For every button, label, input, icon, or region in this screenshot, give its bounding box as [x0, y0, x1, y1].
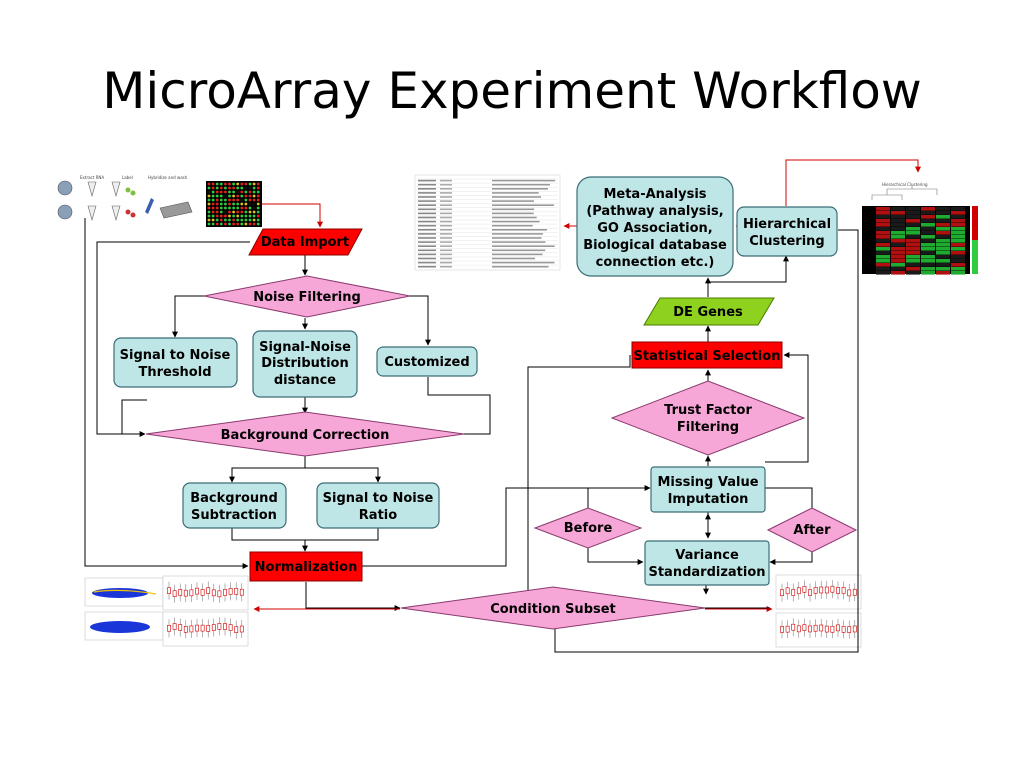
- gene-table-thumbnail: [414, 174, 561, 271]
- meta-analysis-node: Meta-Analysis (Pathway analysis, GO Asso…: [576, 176, 734, 277]
- missing-value-imputation-node: Missing Value Imputation: [650, 466, 766, 513]
- meta-line-2: (Pathway analysis,: [586, 204, 723, 219]
- hierarchical-clustering-node: Hierarchical Clustering: [736, 206, 838, 257]
- svg-text:Hybridize and wash: Hybridize and wash: [148, 175, 188, 180]
- svg-text:Extract RNA: Extract RNA: [80, 175, 104, 180]
- background-subtraction-node: Background Subtraction: [182, 482, 287, 529]
- before-label: Before: [564, 521, 613, 536]
- bs-line-2: Subtraction: [191, 508, 277, 523]
- snd-line-3: distance: [274, 373, 336, 388]
- svg-text:Hierarchical Clustering: Hierarchical Clustering: [882, 182, 928, 187]
- statistical-selection-node: Statistical Selection: [631, 341, 783, 369]
- condition-subset-label: Condition Subset: [490, 602, 616, 617]
- snt-line-2: Threshold: [138, 365, 211, 380]
- noise-filtering-label: Noise Filtering: [253, 290, 361, 305]
- signal-to-noise-ratio-node: Signal to Noise Ratio: [316, 482, 440, 529]
- meta-line-3: GO Association,: [597, 221, 712, 236]
- noise-filtering-node: Noise Filtering: [203, 275, 411, 318]
- snr-line-1: Signal to Noise: [323, 491, 434, 506]
- before-node: Before: [533, 507, 643, 549]
- customized-node: Customized: [376, 346, 478, 377]
- tff-line-1: Trust Factor: [664, 403, 752, 418]
- after-label: After: [793, 523, 831, 538]
- background-correction-label: Background Correction: [221, 428, 390, 443]
- connectors: [84, 159, 921, 653]
- mvi-line-1: Missing Value: [657, 475, 758, 490]
- tff-line-2: Filtering: [677, 420, 739, 435]
- heatmap-thumbnail: Hierarchical Clustering: [862, 182, 978, 275]
- mvi-line-2: Imputation: [668, 492, 749, 507]
- meta-line-4: Biological database: [583, 238, 727, 253]
- ma-plots-thumbnail: [84, 577, 164, 641]
- background-correction-node: Background Correction: [145, 411, 465, 457]
- bs-line-1: Background: [190, 491, 278, 506]
- normalization-node: Normalization: [249, 551, 363, 582]
- snr-line-2: Ratio: [359, 508, 397, 523]
- snd-line-2: Distribution: [261, 356, 348, 371]
- meta-line-5: connection etc.): [596, 255, 715, 270]
- experiment-setup-thumbnail: Extract RNA Label Hybridize and wash: [55, 175, 195, 230]
- condition-subset-node: Condition Subset: [400, 586, 706, 630]
- trust-factor-filtering-node: Trust Factor Filtering: [610, 380, 806, 456]
- slide-title: MicroArray Experiment Workflow: [102, 62, 922, 120]
- signal-to-noise-threshold-node: Signal to Noise Threshold: [113, 337, 238, 388]
- after-node: After: [766, 507, 858, 553]
- vs-line-1: Variance: [675, 548, 739, 563]
- customized-label: Customized: [384, 355, 469, 370]
- snd-line-1: Signal-Noise: [259, 340, 351, 355]
- variance-standardization-node: Variance Standardization: [644, 540, 770, 586]
- signal-noise-distribution-node: Signal-Noise Distribution distance: [252, 330, 358, 398]
- vs-line-2: Standardization: [648, 565, 765, 580]
- normalization-label: Normalization: [255, 560, 358, 575]
- microarray-image-thumbnail: [206, 181, 262, 227]
- hc-line-1: Hierarchical: [743, 217, 831, 232]
- snt-line-1: Signal to Noise: [120, 348, 231, 363]
- condition-subset-boxplots-thumbnail: [775, 574, 862, 648]
- normalization-boxplots-thumbnail: [162, 575, 249, 647]
- data-import-node: Data Import: [248, 228, 363, 256]
- hc-line-2: Clustering: [749, 234, 824, 249]
- data-import-label: Data Import: [261, 235, 349, 250]
- de-genes-label: DE Genes: [673, 305, 743, 320]
- svg-text:Label: Label: [122, 175, 133, 180]
- meta-line-1: Meta-Analysis: [603, 187, 706, 202]
- de-genes-node: DE Genes: [643, 297, 775, 326]
- statistical-selection-label: Statistical Selection: [634, 349, 781, 364]
